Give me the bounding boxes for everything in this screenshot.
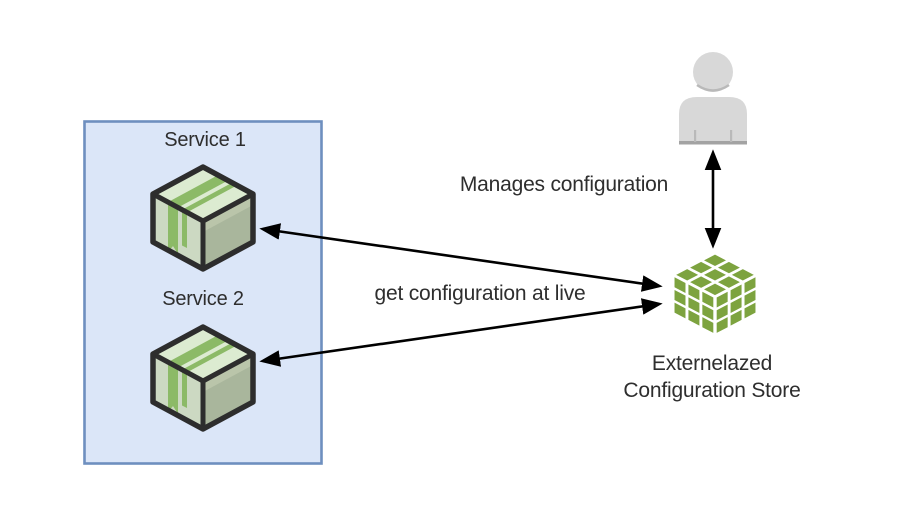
config-store-label-line1: Externelazed (651, 352, 773, 375)
package-tape-wide-drop (168, 362, 178, 414)
service1-label: Service 1 (164, 129, 246, 151)
service1-package-icon (150, 164, 256, 272)
package-outline (150, 164, 256, 272)
person-neck-shadow (696, 83, 730, 92)
person-head (693, 52, 733, 92)
service2-package-icon (150, 324, 256, 432)
edge-service2-store-arrow (259, 298, 663, 367)
package-right-face (203, 354, 253, 429)
package-tape-thin (182, 342, 237, 373)
package-tape-wide (168, 175, 228, 208)
manages-configuration-label: Manages configuration (459, 173, 669, 196)
config-store-label: Externelazed Configuration Store (592, 350, 832, 404)
package-tape-thin (182, 182, 237, 213)
package-tape-thin-drop (182, 369, 187, 408)
package-outline (150, 324, 256, 432)
edge-service1-store-arrow (259, 223, 663, 292)
package-inner-edges (150, 191, 256, 272)
service2-label: Service 2 (162, 288, 244, 310)
package-right-face (203, 194, 253, 269)
config-store-label-line2: Configuration Store (623, 379, 801, 402)
person-arm-line-right (730, 130, 733, 142)
person-arm-line-left (694, 130, 697, 142)
person-icon (679, 52, 747, 145)
person-base-line (679, 141, 747, 145)
package-tape-wide-drop (168, 202, 178, 254)
package-inner-edges (150, 351, 256, 432)
package-tape-thin-drop (182, 209, 187, 248)
package-tape-wide (168, 335, 228, 368)
